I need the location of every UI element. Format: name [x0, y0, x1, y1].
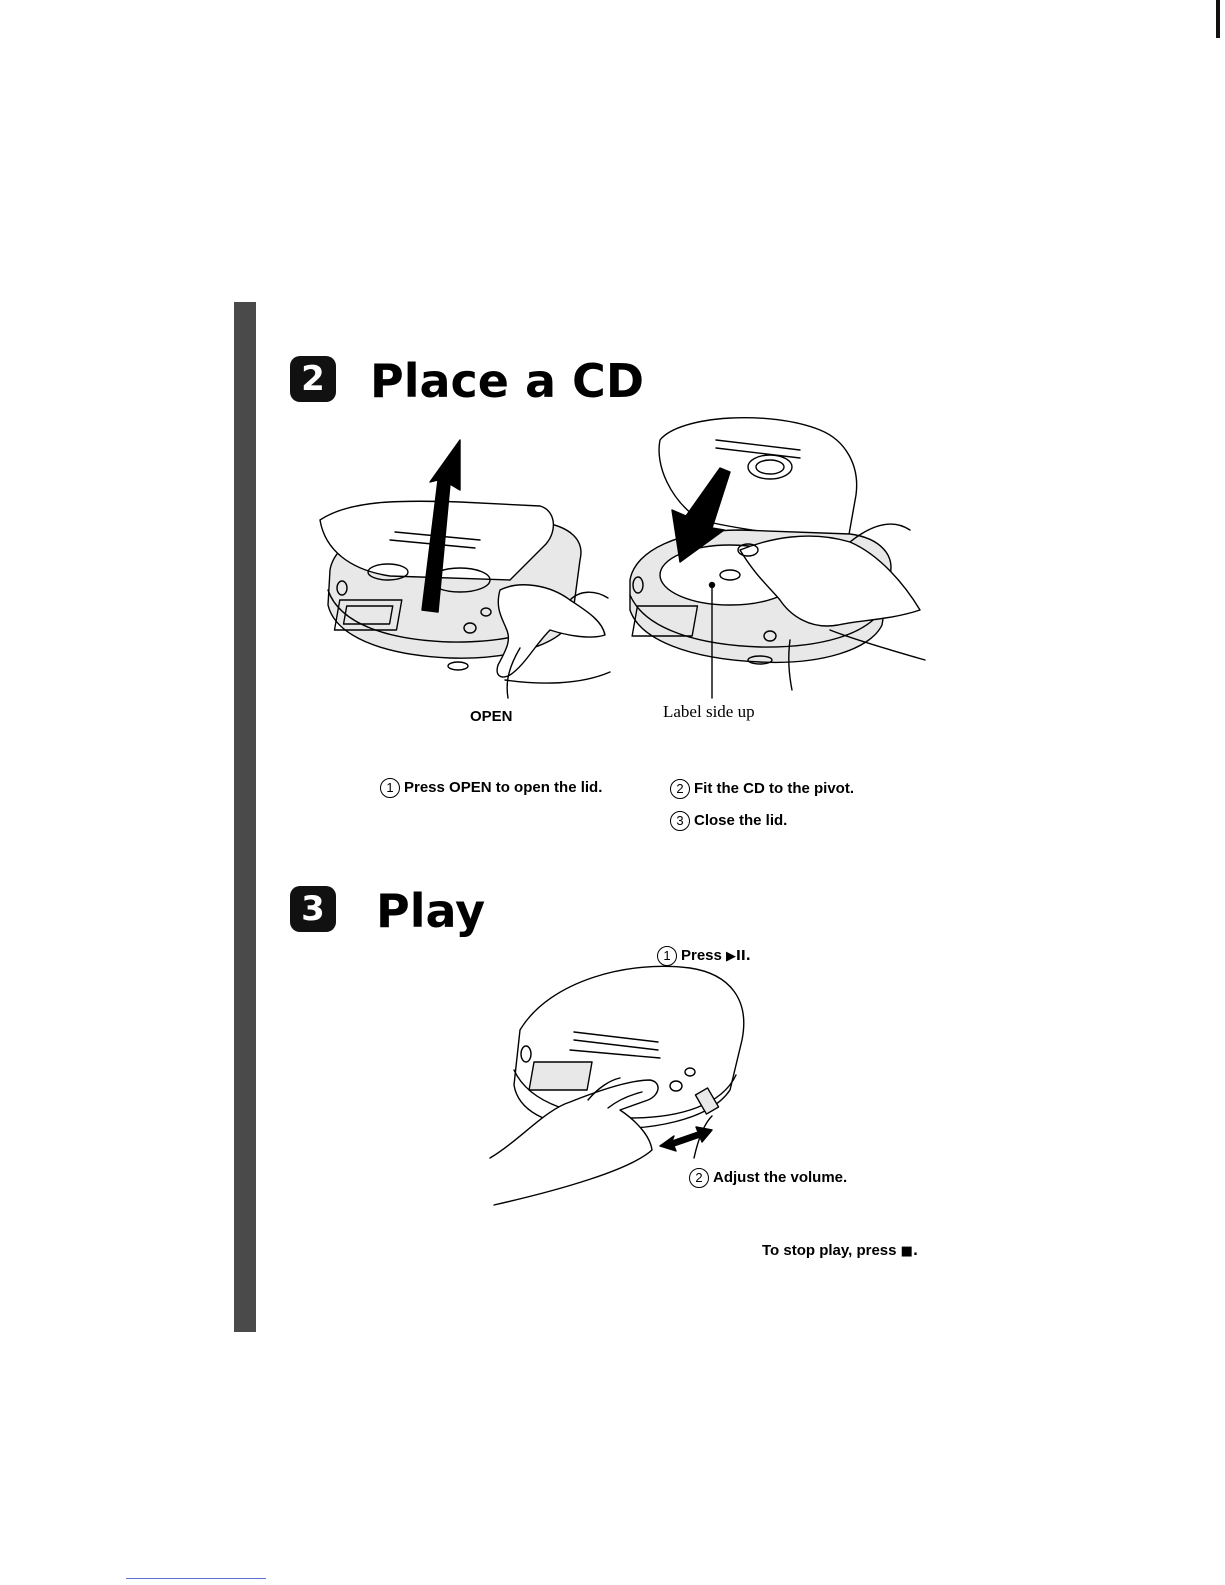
sidebar-bar — [234, 302, 256, 1332]
step-text: Fit the CD to the pivot. — [694, 780, 854, 797]
step-text: Close the lid. — [694, 812, 787, 829]
double-arrow-icon — [660, 1127, 712, 1151]
footer-line — [126, 1578, 266, 1579]
step-badge-3: 3 — [290, 886, 336, 932]
stop-icon: ■. — [901, 1244, 918, 1259]
illustration-fit-cd — [620, 410, 930, 700]
step-text: Press OPEN to open the lid. — [404, 779, 602, 796]
edge-mark — [1216, 0, 1220, 38]
step-badge-2: 2 — [290, 356, 336, 402]
step-number: 2 — [689, 1168, 709, 1188]
stop-note-text: To stop play, press — [762, 1242, 896, 1259]
step-number: 1 — [380, 778, 400, 798]
stop-play-note: To stop play, press ■. — [762, 1242, 918, 1259]
label-side-up: Label side up — [663, 702, 755, 722]
step-number: 2 — [670, 779, 690, 799]
label-open: OPEN — [470, 708, 513, 725]
section-title-place-cd: Place a CD — [370, 358, 644, 404]
hand — [497, 585, 605, 677]
illustration-open-lid — [310, 440, 620, 700]
step-number: 3 — [670, 811, 690, 831]
section-title-play: Play — [376, 888, 485, 934]
step-text: Adjust the volume. — [713, 1169, 847, 1186]
